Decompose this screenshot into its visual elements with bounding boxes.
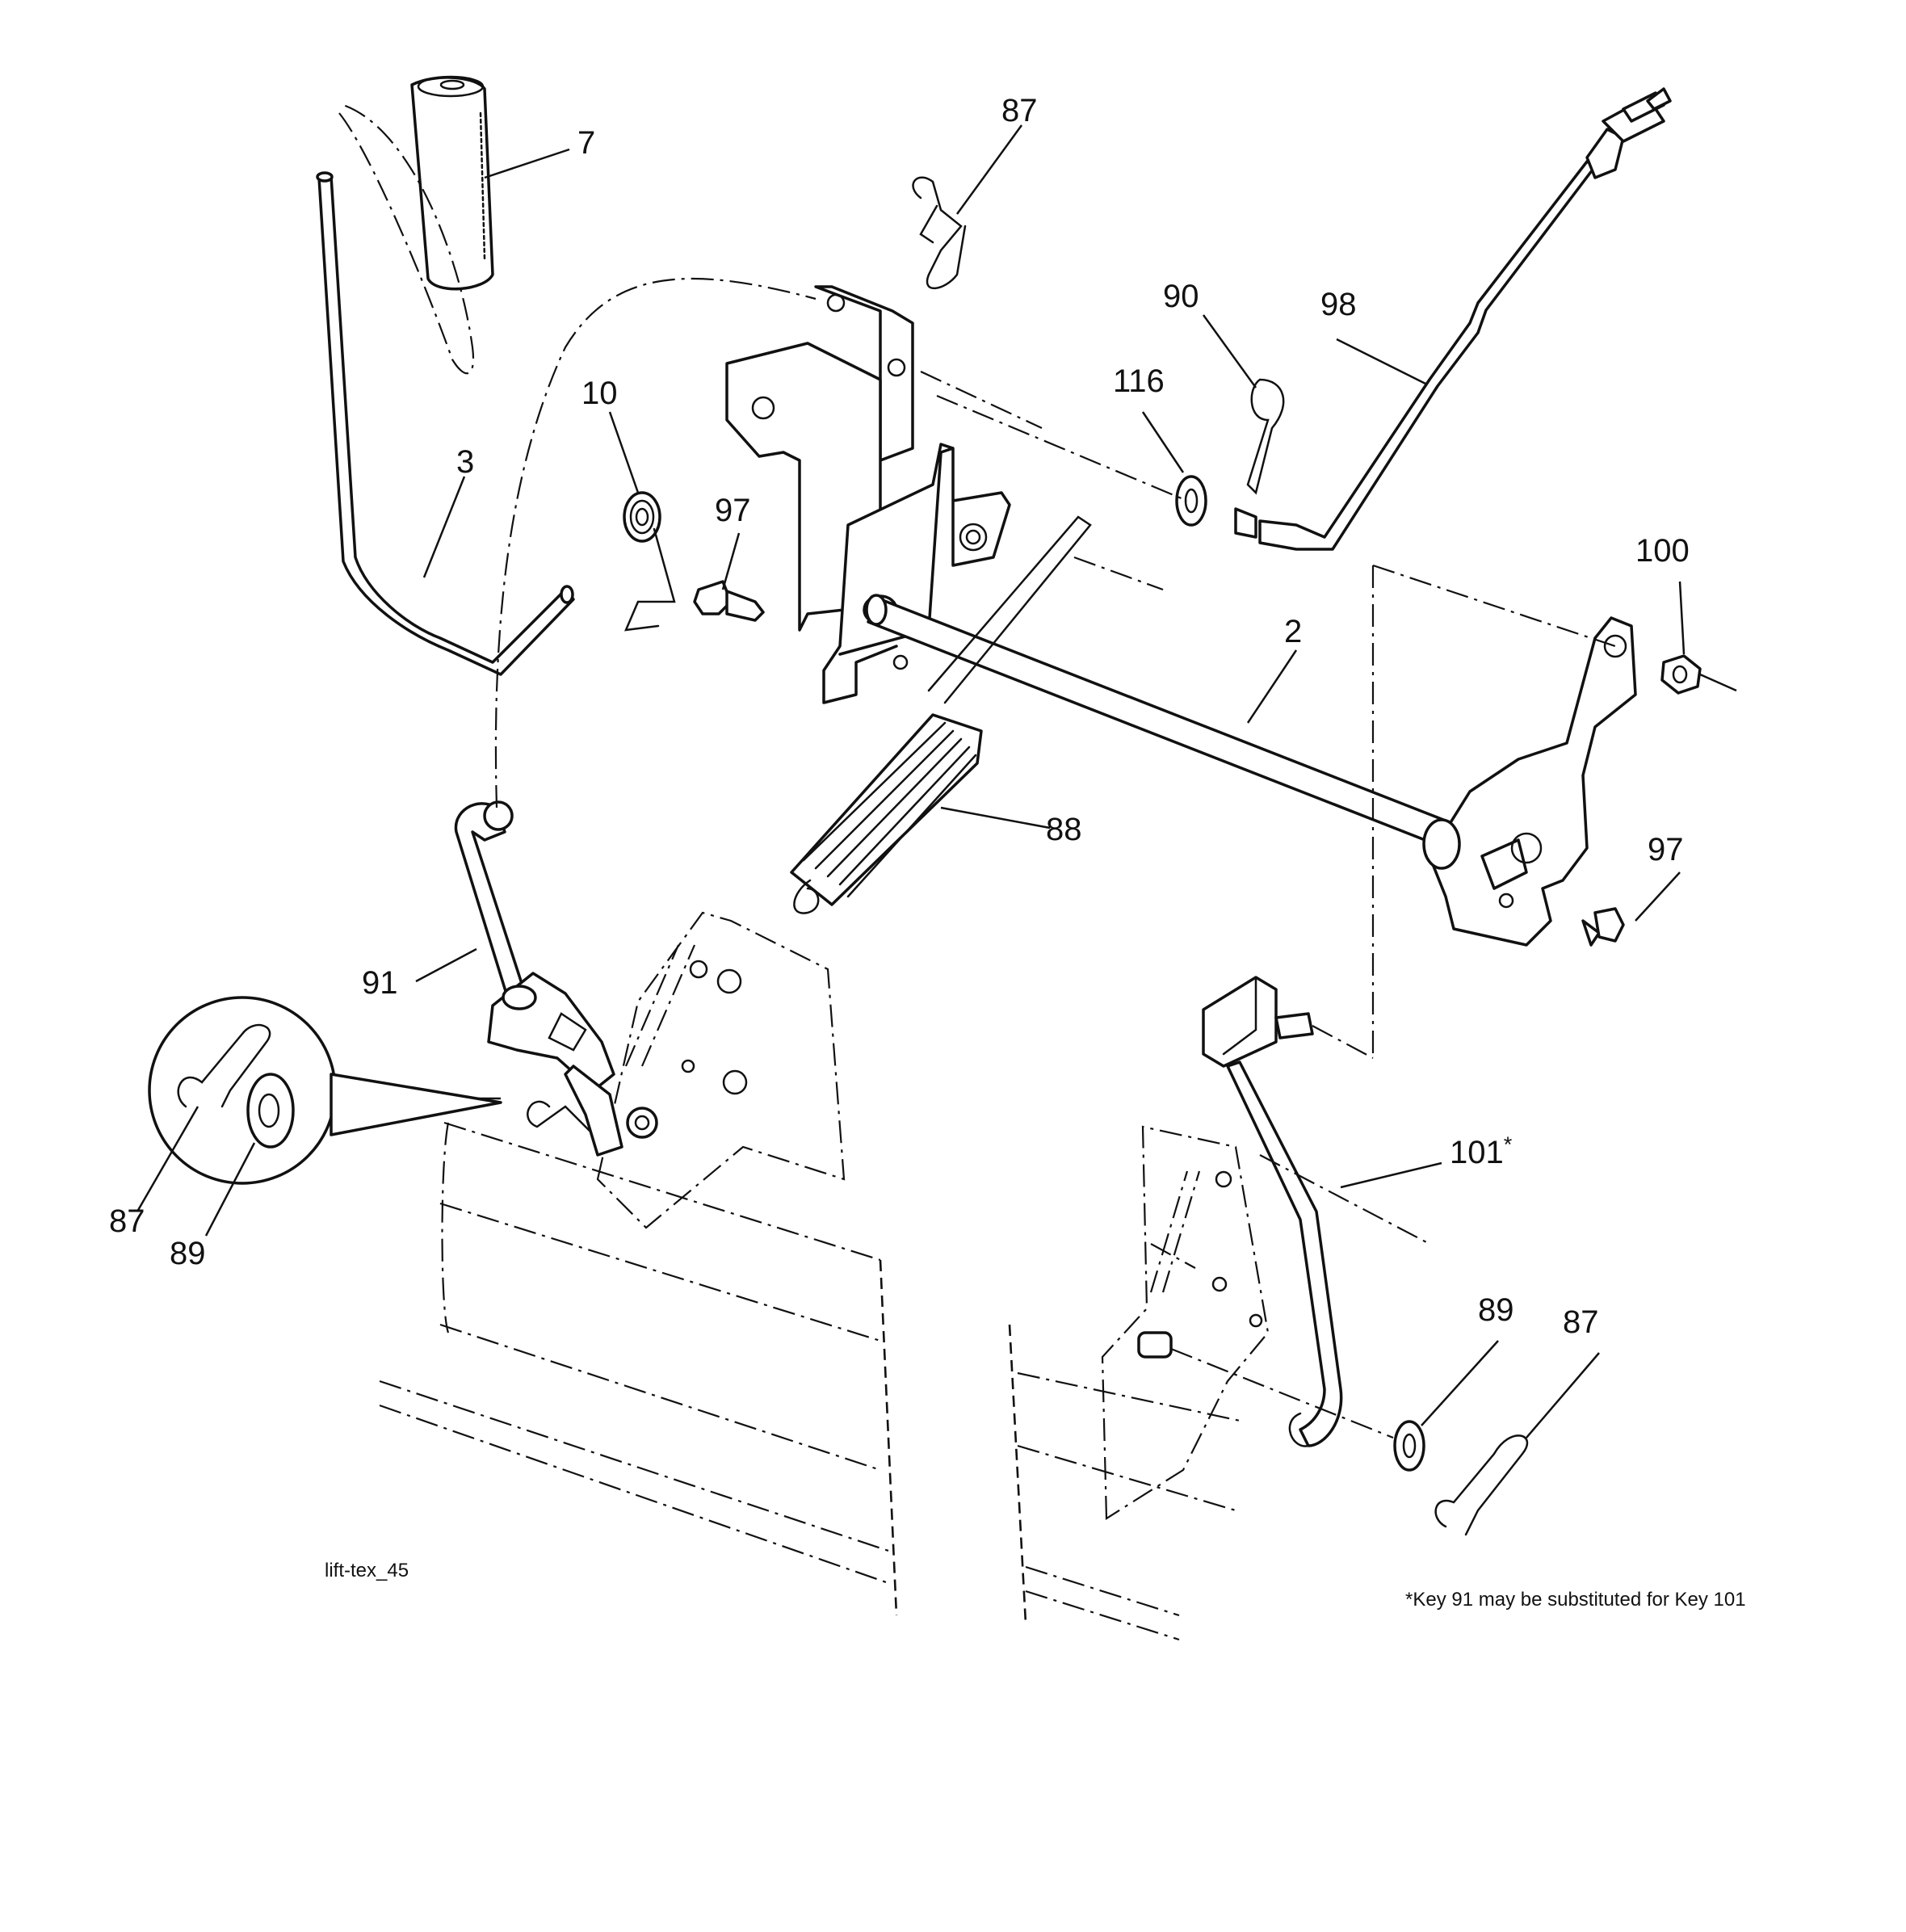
extension-spring-88 bbox=[790, 515, 1092, 914]
callout-87-inset: 87 bbox=[109, 1203, 145, 1239]
flat-washer-116 bbox=[1175, 475, 1207, 527]
leader-lines bbox=[136, 124, 1686, 1438]
callout-97-right: 97 bbox=[1648, 832, 1684, 867]
right-lift-arm bbox=[1422, 616, 1637, 947]
hex-nut-100 bbox=[1660, 654, 1737, 695]
torsion-spring-10 bbox=[623, 491, 676, 632]
callout-98: 98 bbox=[1320, 287, 1357, 322]
deck-outline-right bbox=[1008, 1324, 1245, 1641]
detail-inset-clip-washer bbox=[148, 996, 502, 1185]
callout-87-top: 87 bbox=[1001, 93, 1038, 128]
callout-90: 90 bbox=[1163, 279, 1199, 314]
flat-washer-89-right bbox=[1393, 1420, 1425, 1472]
callout-10: 10 bbox=[581, 376, 618, 411]
height-adjust-link-91 bbox=[355, 800, 658, 1157]
callout-91: 91 bbox=[362, 965, 398, 1001]
callout-116: 116 bbox=[1113, 363, 1165, 399]
callout-101: 101* bbox=[1450, 1132, 1513, 1170]
substitution-footnote: *Key 91 may be substituted for Key 101 bbox=[1405, 1589, 1746, 1611]
callout-100: 100 bbox=[1635, 533, 1690, 569]
callout-101-asterisk: * bbox=[1504, 1132, 1513, 1157]
callout-2: 2 bbox=[1284, 614, 1302, 649]
callout-97-top: 97 bbox=[715, 493, 751, 528]
phantom-assembly-lines bbox=[338, 103, 1616, 1439]
drawing-id-label: lift-tex_45 bbox=[325, 1560, 409, 1581]
callout-89-right: 89 bbox=[1478, 1292, 1514, 1328]
shoulder-bolt-97-right bbox=[1581, 907, 1625, 947]
hairpin-clip-87-top bbox=[912, 176, 967, 290]
shoulder-bolt-97-top bbox=[693, 580, 765, 622]
left-lift-bracket-outline bbox=[596, 911, 846, 1229]
lift-link-98 bbox=[1234, 87, 1672, 551]
handle-grip-7 bbox=[410, 75, 494, 291]
callout-labels: 7 87 90 98 116 10 3 97 100 2 88 97 91 87… bbox=[109, 93, 1690, 1340]
right-lift-bracket-outline bbox=[1101, 1125, 1270, 1520]
height-adjust-link-101 bbox=[1202, 976, 1343, 1447]
hairpin-clip-87-right bbox=[1434, 1434, 1529, 1536]
callout-7: 7 bbox=[577, 125, 595, 161]
callout-3: 3 bbox=[456, 444, 474, 480]
hairpin-clip-90 bbox=[1246, 378, 1285, 495]
callout-89-inset: 89 bbox=[170, 1236, 206, 1271]
callout-88: 88 bbox=[1046, 812, 1082, 847]
callout-87-right: 87 bbox=[1563, 1304, 1599, 1340]
deck-outline-left bbox=[379, 1121, 898, 1616]
lift-handle-3 bbox=[316, 171, 575, 676]
